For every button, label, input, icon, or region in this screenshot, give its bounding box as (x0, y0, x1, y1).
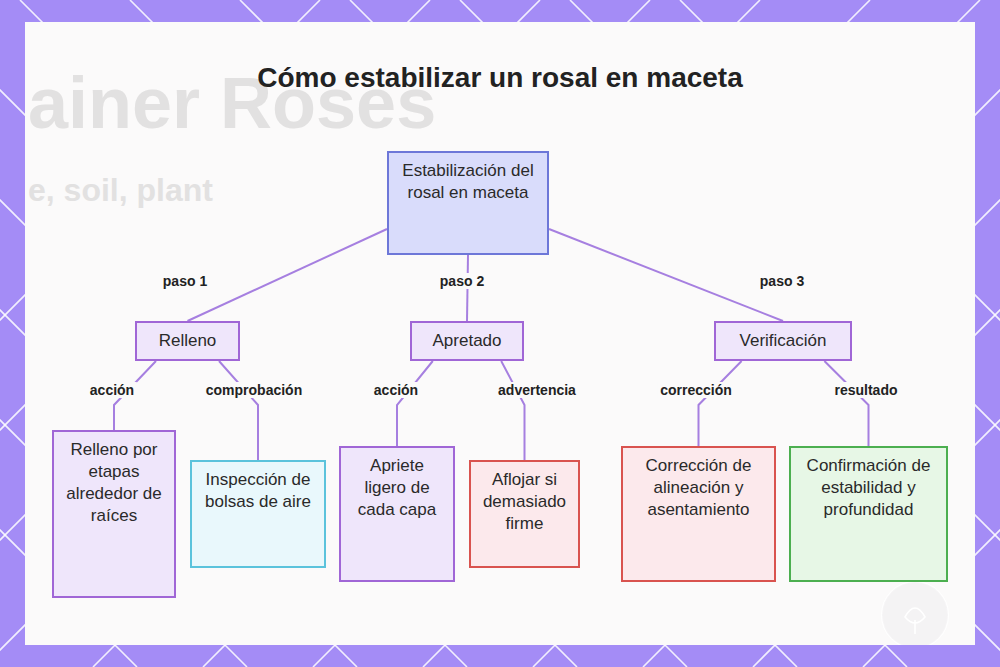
node-text: Corrección de alineación y asentamiento (629, 455, 768, 521)
step-box: Verificación (714, 321, 852, 361)
connector-line (699, 361, 742, 446)
node-text: Inspección de bolsas de aire (198, 469, 318, 513)
connector-line (824, 361, 868, 446)
edge-label: resultado (831, 382, 900, 398)
node-text: Apriete ligero de cada capa (347, 455, 447, 521)
node-text: Confirmación de estabilidad y profundida… (797, 455, 940, 521)
edge-label: paso 1 (160, 273, 210, 289)
warning-box: Aflojar si demasiado firme (469, 460, 580, 568)
root-box: Estabilización del rosal en maceta (387, 151, 549, 255)
edge-label: corrección (657, 382, 735, 398)
connector-line (188, 229, 388, 321)
step-box: Apretado (410, 321, 524, 361)
edge-label: comprobación (203, 382, 305, 398)
node-text: Verificación (740, 330, 827, 352)
edge-label: paso 2 (437, 273, 487, 289)
logo-fill (882, 582, 948, 645)
action-box: Relleno por etapas alrededor de raíces (52, 430, 176, 598)
logo-ring (882, 582, 948, 645)
result-box: Confirmación de estabilidad y profundida… (789, 446, 948, 582)
node-text: Apretado (433, 330, 502, 352)
check-box: Inspección de bolsas de aire (190, 460, 326, 568)
node-text: Aflojar si demasiado firme (477, 469, 572, 535)
edge-label: paso 3 (757, 273, 807, 289)
correction-box: Corrección de alineación y asentamiento (621, 446, 776, 582)
connector-line (501, 361, 524, 460)
edge-label: advertencia (495, 382, 579, 398)
diagram-title: Cómo estabilizar un rosal en maceta (0, 62, 1000, 94)
action-box: Apriete ligero de cada capa (339, 446, 455, 582)
connector-line (549, 229, 783, 321)
rose-icon (905, 608, 925, 634)
edge-label: acción (371, 382, 421, 398)
connector-line (219, 361, 258, 460)
watermark-text: e, soil, plant (28, 172, 213, 209)
connector-line (397, 361, 433, 446)
node-text: Relleno por etapas alrededor de raíces (60, 439, 168, 527)
step-box: Relleno (135, 321, 240, 361)
node-text: Estabilización del rosal en maceta (395, 160, 541, 204)
node-text: Relleno (159, 330, 217, 352)
edge-label: acción (87, 382, 137, 398)
